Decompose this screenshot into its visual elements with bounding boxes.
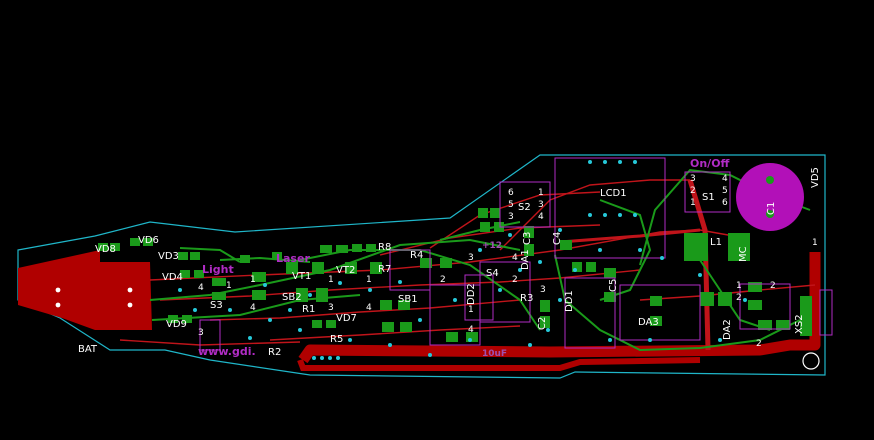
ref-vd6: VD6 [138, 235, 159, 246]
svg-text:2: 2 [756, 339, 762, 349]
svg-text:3: 3 [508, 212, 514, 222]
label-plus12: +12 [482, 241, 502, 251]
ref-dd1: DD1 [564, 290, 575, 312]
board-outline [17, 154, 826, 379]
ref-vt1: VT1 [292, 271, 311, 282]
svg-text:1: 1 [250, 275, 256, 285]
trace-thick [687, 179, 711, 351]
ref-r8: R8 [378, 242, 391, 253]
ref-c2: C2 [537, 317, 548, 330]
label-light: Light [202, 263, 234, 276]
power-trace [297, 357, 701, 371]
ref-s1: S1 [702, 192, 715, 203]
battery-pad [18, 250, 152, 330]
svg-text:3: 3 [690, 174, 696, 184]
mount-hole [127, 302, 133, 308]
svg-text:3: 3 [540, 285, 546, 295]
ref-bat: BAT [78, 344, 98, 355]
ref-r7: R7 [378, 264, 391, 275]
ref-lcd1: LCD1 [600, 188, 627, 199]
capacitor-pad [766, 176, 774, 184]
svg-text:5: 5 [722, 186, 728, 196]
label-cap-value: 10uF [482, 349, 507, 359]
ref-c5: C5 [608, 279, 619, 292]
svg-text:1: 1 [366, 275, 372, 285]
svg-text:3: 3 [538, 200, 544, 210]
mount-hole [802, 352, 820, 370]
mount-hole [127, 287, 133, 293]
ref-vd5: VD5 [810, 167, 821, 188]
ref-vt2: VT2 [336, 265, 355, 276]
svg-text:4: 4 [538, 212, 544, 222]
ref-vd4: VD4 [162, 272, 183, 283]
ref-vd9: VD9 [166, 319, 187, 330]
ref-s2: S2 [518, 202, 531, 213]
capacitor-c1 [736, 163, 804, 231]
ref-s3: S3 [210, 300, 223, 311]
pin-numbers: 6 5 3 1 3 4 3 2 1 4 5 6 1 4 1 3 1 4 2 3 … [198, 174, 818, 349]
svg-text:4: 4 [512, 253, 518, 263]
label-on-off: On/Off [690, 157, 730, 170]
ref-vd3: VD3 [158, 251, 179, 262]
ref-r1: R1 [302, 304, 315, 315]
svg-text:2: 2 [770, 281, 776, 291]
svg-text:1: 1 [468, 305, 474, 315]
ref-da3: DA3 [638, 317, 659, 328]
svg-text:2: 2 [736, 293, 742, 303]
svg-text:6: 6 [508, 188, 514, 198]
ref-c4: C4 [552, 232, 563, 245]
mount-hole [55, 302, 61, 308]
svg-text:2: 2 [512, 275, 518, 285]
ref-mc: MC [738, 246, 749, 262]
component-outlines [199, 157, 833, 351]
smd-pads [98, 208, 812, 342]
ref-s4: S4 [486, 268, 499, 279]
ref-r5: R5 [330, 334, 343, 345]
svg-text:4: 4 [250, 303, 256, 313]
svg-text:2: 2 [440, 275, 446, 285]
svg-text:1: 1 [226, 281, 232, 291]
ref-l1: L1 [710, 237, 722, 248]
svg-text:2: 2 [690, 186, 696, 196]
label-website: www.gdi. [198, 345, 256, 358]
ref-r3: R3 [520, 293, 533, 304]
ref-da1: DA1 [520, 249, 531, 270]
vias [178, 160, 747, 360]
svg-text:3: 3 [468, 253, 474, 263]
ref-vd8: VD8 [95, 244, 116, 255]
svg-text:4: 4 [198, 283, 204, 293]
ref-vd7: VD7 [336, 313, 357, 324]
ref-sb2: SB2 [282, 292, 302, 303]
svg-text:1: 1 [812, 238, 818, 248]
svg-text:1: 1 [690, 198, 696, 208]
ref-r2: R2 [268, 347, 281, 358]
ref-c1: C1 [766, 202, 777, 215]
ref-r4: R4 [410, 250, 423, 261]
ref-da2: DA2 [722, 319, 733, 340]
svg-text:4: 4 [722, 174, 728, 184]
svg-text:1: 1 [736, 281, 742, 291]
svg-text:1: 1 [328, 275, 334, 285]
trace-thick [559, 228, 701, 244]
mount-hole [55, 287, 61, 293]
svg-text:3: 3 [328, 303, 334, 313]
svg-text:5: 5 [508, 200, 514, 210]
ref-sb1: SB1 [398, 294, 418, 305]
label-laser: Laser [276, 252, 310, 265]
ref-dd2: DD2 [466, 283, 477, 305]
svg-text:4: 4 [366, 303, 372, 313]
svg-text:4: 4 [468, 325, 474, 335]
ref-xs2: XS2 [794, 314, 805, 334]
svg-text:3: 3 [198, 328, 204, 338]
svg-text:1: 1 [538, 188, 544, 198]
svg-text:6: 6 [722, 198, 728, 208]
ground-trace [298, 252, 821, 364]
capacitor-pad [766, 210, 774, 218]
ref-c3: C3 [522, 232, 533, 245]
